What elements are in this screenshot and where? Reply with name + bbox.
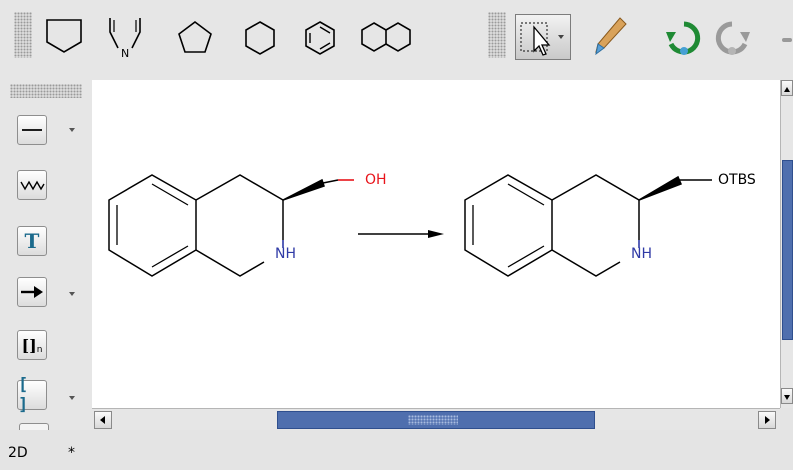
selection-arrow-icon bbox=[520, 22, 564, 56]
cyclohexane-ring-icon[interactable] bbox=[240, 18, 280, 58]
chevron-down-icon[interactable] bbox=[69, 396, 75, 400]
pyrrole-template-button[interactable]: N bbox=[104, 14, 146, 60]
eraser-icon[interactable] bbox=[590, 14, 630, 60]
arrow-down-icon bbox=[784, 395, 790, 400]
arrow-up-icon bbox=[784, 87, 790, 92]
product-molecule[interactable] bbox=[464, 174, 712, 277]
arrow-right-icon bbox=[765, 416, 770, 424]
sgroup-subscript: n bbox=[36, 345, 43, 355]
reactant-molecule[interactable] bbox=[108, 174, 339, 277]
scroll-down-button[interactable] bbox=[781, 388, 793, 404]
chain-tool-button[interactable] bbox=[17, 170, 47, 200]
pyrrole-ring-icon bbox=[109, 18, 141, 49]
sgroup-bracket-icon: [] bbox=[21, 335, 37, 355]
scroll-right-button[interactable] bbox=[758, 411, 776, 429]
toolbar-grip[interactable] bbox=[10, 84, 82, 98]
product-otbs-label[interactable]: OTBS bbox=[718, 172, 756, 188]
single-bond-icon bbox=[22, 129, 42, 131]
arrow-left-icon bbox=[100, 416, 105, 424]
vertical-scrollbar[interactable] bbox=[780, 80, 793, 408]
reaction-arrow-icon bbox=[21, 286, 43, 298]
status-bar: 2D * bbox=[0, 430, 793, 470]
select-tool-button[interactable] bbox=[515, 14, 571, 60]
naphthalene-ring-icon[interactable] bbox=[360, 20, 412, 56]
benzene-ring-icon[interactable] bbox=[300, 18, 340, 58]
bracket-tool-button[interactable]: [ ] bbox=[17, 375, 47, 415]
bracket-icon: [ ] bbox=[18, 375, 29, 415]
horizontal-scrollbar[interactable] bbox=[92, 408, 780, 430]
toolbar-overflow-icon[interactable] bbox=[782, 38, 792, 42]
nitrogen-atom-label: N bbox=[121, 47, 130, 60]
reactant-nh-label[interactable]: NH bbox=[275, 246, 296, 262]
text-tool-button[interactable]: T bbox=[17, 226, 47, 256]
chevron-down-icon[interactable] bbox=[69, 292, 75, 296]
single-bond-tool-button[interactable] bbox=[17, 115, 47, 145]
undo-icon[interactable] bbox=[664, 18, 704, 58]
redo-icon[interactable] bbox=[714, 18, 754, 58]
horizontal-scroll-thumb[interactable] bbox=[277, 411, 595, 429]
text-tool-icon: T bbox=[24, 229, 40, 253]
scroll-up-button[interactable] bbox=[781, 80, 793, 96]
dimension-mode: 2D bbox=[8, 445, 28, 461]
drawing-canvas[interactable]: NH OH NH OTBS bbox=[92, 80, 780, 408]
partial-tool-button[interactable] bbox=[19, 423, 49, 431]
scroll-left-button[interactable] bbox=[94, 411, 112, 429]
reaction-arrow-tool-button[interactable] bbox=[17, 277, 47, 307]
toolbar-grip[interactable] bbox=[488, 12, 506, 58]
scroll-thumb-grip bbox=[408, 415, 458, 425]
product-nh-label[interactable]: NH bbox=[631, 246, 652, 262]
top-toolbar: N bbox=[0, 0, 793, 80]
chevron-down-icon[interactable] bbox=[69, 128, 75, 132]
chain-icon bbox=[20, 180, 45, 191]
vertical-scroll-thumb[interactable] bbox=[782, 160, 793, 340]
left-toolbar: T [] n [ ] bbox=[0, 80, 92, 431]
cyclopropane-ring-icon[interactable] bbox=[44, 16, 84, 56]
reaction-arrow[interactable] bbox=[358, 230, 444, 238]
toolbar-grip[interactable] bbox=[14, 12, 32, 58]
reactant-oh-label[interactable]: OH bbox=[365, 172, 387, 188]
modified-indicator: * bbox=[68, 445, 75, 461]
reaction-scheme bbox=[108, 174, 712, 277]
sgroup-tool-button[interactable]: [] n bbox=[17, 330, 47, 360]
cyclopentane-ring-icon[interactable] bbox=[175, 18, 215, 58]
